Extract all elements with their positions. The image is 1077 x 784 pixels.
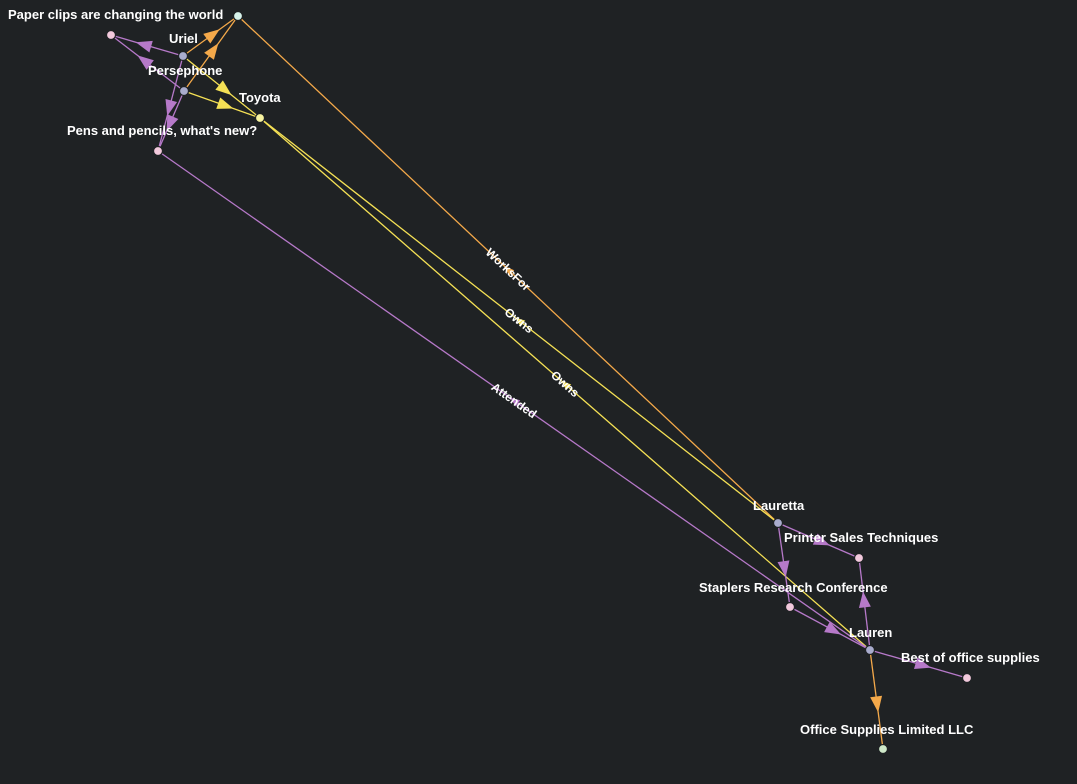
edge-arrow-lauretta-toyota <box>515 317 526 327</box>
edge-arrow-uriel-paperclips <box>135 40 153 53</box>
node-company_top[interactable] <box>232 10 244 22</box>
edge-arrow-lauretta-printer <box>812 533 830 546</box>
node-staplers[interactable] <box>784 601 796 613</box>
node-lauren[interactable] <box>864 644 876 656</box>
node-lauretta[interactable] <box>772 517 784 529</box>
node-printer[interactable] <box>853 552 865 564</box>
edge-arrow-lauren-printer <box>858 591 871 609</box>
edge-arrow-lauretta-company_top <box>504 266 515 276</box>
node-label-toyota: Toyota <box>239 90 281 105</box>
node-best[interactable] <box>961 672 973 684</box>
node-label-best: Best of office supplies <box>901 650 1040 665</box>
node-paperclips[interactable] <box>105 29 117 41</box>
node-label-persephone: Persephone <box>148 63 222 78</box>
node-label-pens: Pens and pencils, what's new? <box>67 123 257 138</box>
edge-arrow-persephone-pens <box>166 114 179 132</box>
edge-arrow-persephone-company_top <box>204 43 219 60</box>
edge-arrow-lauren-best <box>913 657 932 669</box>
node-persephone[interactable] <box>178 85 190 97</box>
node-osl[interactable] <box>877 743 889 755</box>
node-uriel[interactable] <box>177 50 189 62</box>
node-label-lauren: Lauren <box>849 625 892 640</box>
node-label-paperclips: Paper clips are changing the world <box>8 7 223 22</box>
node-pens[interactable] <box>152 145 164 157</box>
node-label-lauretta: Lauretta <box>753 498 805 513</box>
node-label-staplers: Staplers Research Conference <box>699 580 888 595</box>
edge-arrow-uriel-pens <box>165 98 178 116</box>
edge-arrow-persephone-toyota <box>216 97 234 109</box>
edge-arrow-uriel-company_top <box>203 29 220 44</box>
edge-arrow-lauren-osl <box>870 695 883 713</box>
edge-arrow-uriel-toyota <box>215 80 232 96</box>
nodes-layer <box>105 10 973 755</box>
edges-layer <box>110 15 968 750</box>
node-label-printer: Printer Sales Techniques <box>784 530 938 545</box>
node-label-uriel: Uriel <box>169 31 198 46</box>
edge-arrow-staplers-lauren <box>824 621 842 635</box>
edge-arrow-lauren-pens <box>509 397 521 407</box>
edge-arrow-lauren-toyota <box>561 380 572 391</box>
node-toyota[interactable] <box>254 112 266 124</box>
node-labels-layer: Paper clips are changing the worldUrielP… <box>8 7 1040 737</box>
node-label-osl: Office Supplies Limited LLC <box>800 722 974 737</box>
edge-arrow-persephone-paperclips <box>137 55 154 70</box>
edge-arrow-lauretta-staplers <box>777 560 790 578</box>
